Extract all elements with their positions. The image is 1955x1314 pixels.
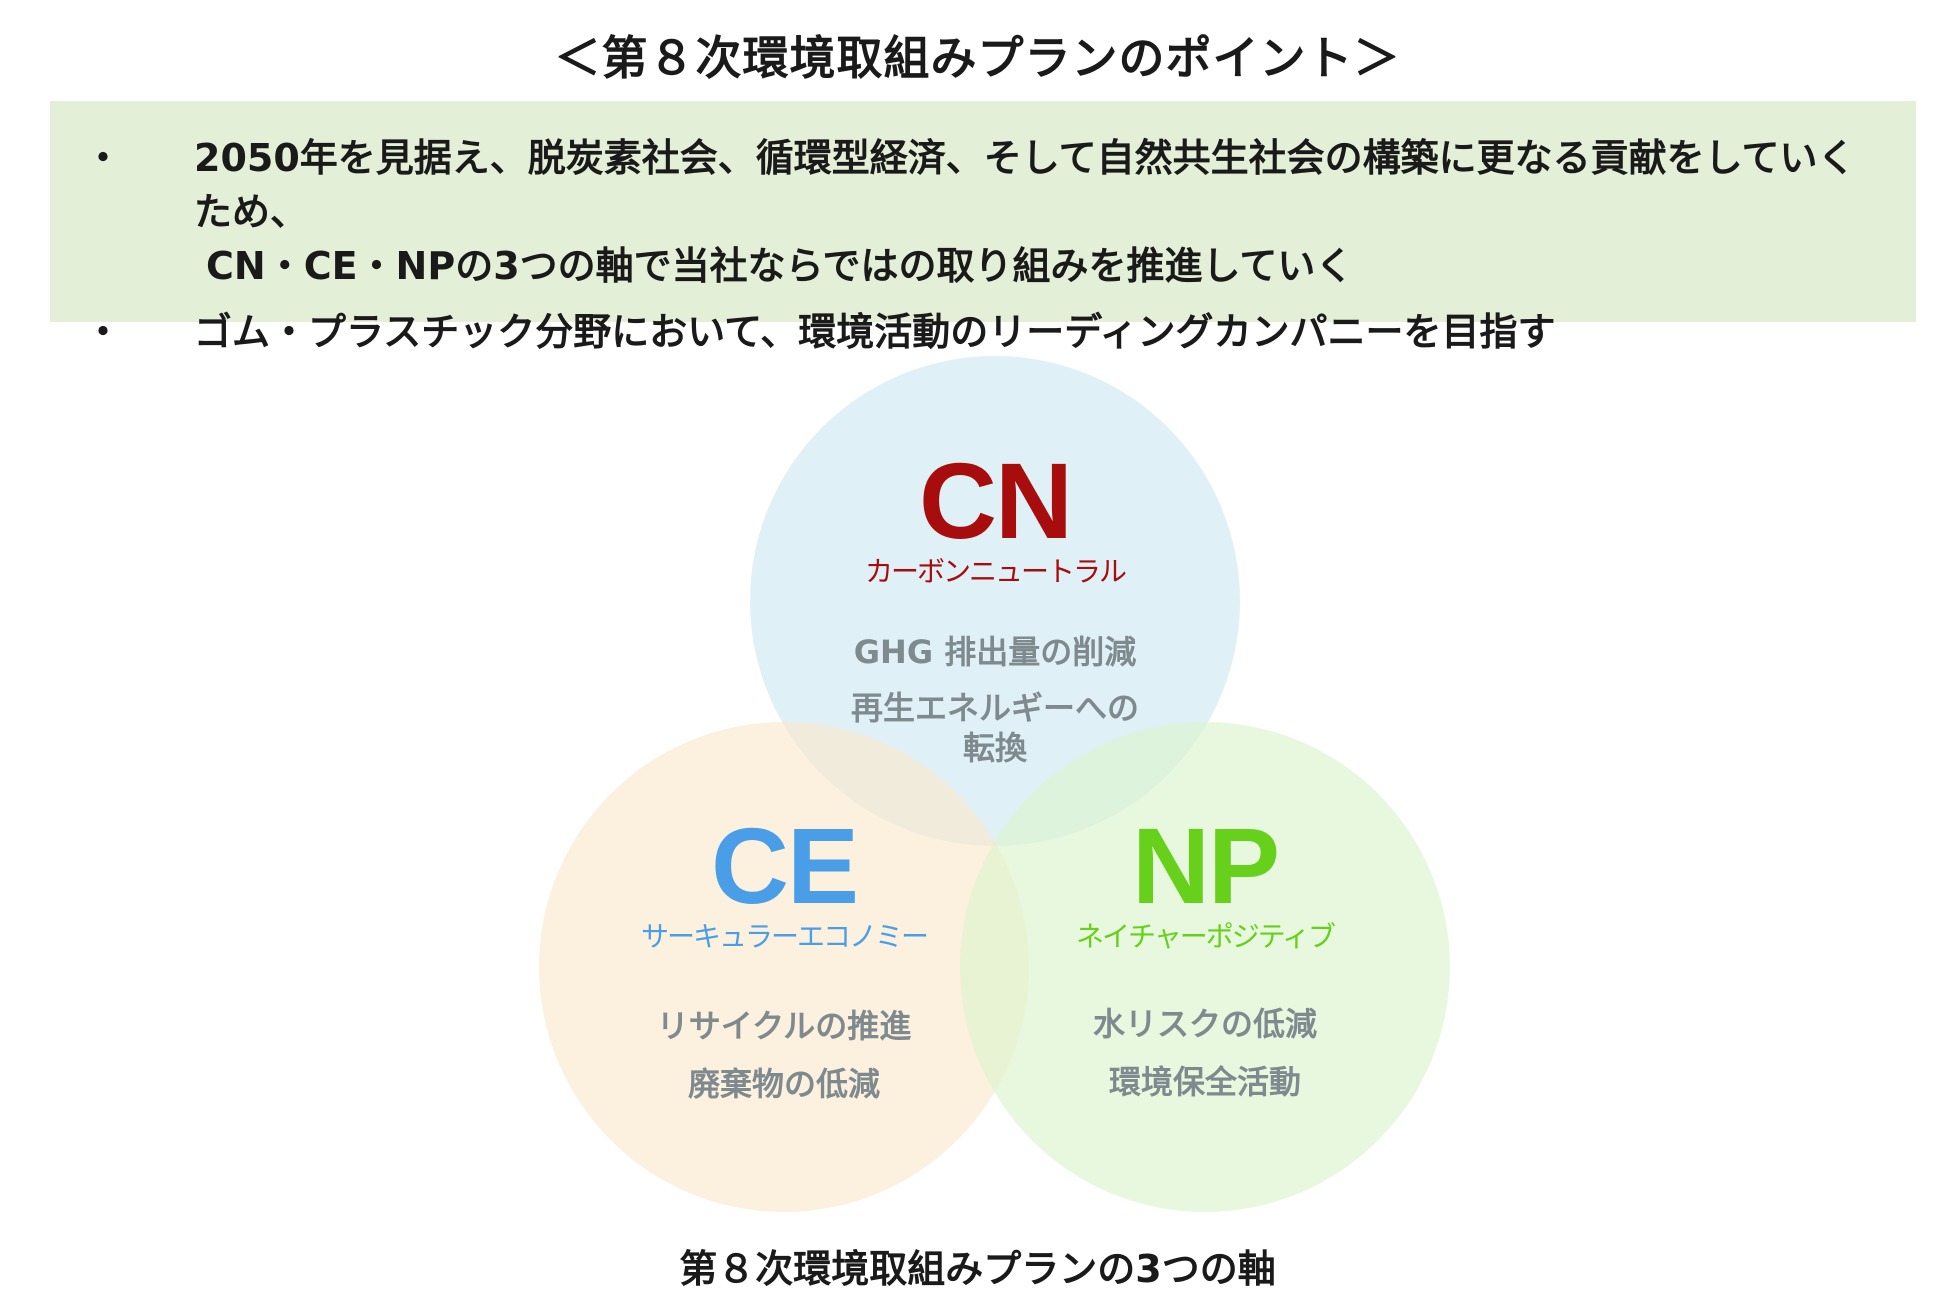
point-item: ・ ゴム・プラスチック分野において、環境活動のリーディングカンパニーを目指す: [84, 305, 1886, 359]
page-title: ＜第８次環境取組みプランのポイント＞: [554, 31, 1401, 85]
ce-label: CE サーキュラーエコノミー: [484, 812, 1084, 954]
cn-item: GHG 排出量の削減: [853, 633, 1137, 671]
ce-circle: [539, 722, 1029, 1212]
np-item: 水リスクの低減: [1092, 1005, 1317, 1043]
np-items: 水リスクの低減 環境保全活動: [905, 1002, 1505, 1104]
ce-reading: サーキュラーエコノミー: [640, 920, 929, 953]
np-abbr: NP: [1131, 805, 1280, 926]
cn-reading: カーボンニュートラル: [864, 555, 1127, 588]
ce-items: リサイクルの推進 廃棄物の低減: [484, 1004, 1084, 1106]
cn-items: GHG 排出量の削減 再生エネルギーへの 転換: [695, 630, 1295, 770]
np-label: NP ネイチャーポジティブ: [905, 812, 1505, 954]
ce-item: 廃棄物の低減: [687, 1065, 880, 1103]
cn-item: 再生エネルギーへの: [850, 689, 1139, 727]
np-circle: [960, 722, 1450, 1212]
np-reading: ネイチャーポジティブ: [1075, 920, 1336, 953]
cn-abbr: CN: [919, 440, 1073, 561]
diagram-caption: 第８次環境取組みプランの3つの軸: [679, 1247, 1276, 1291]
point-line: CN・CE・NPの3つの軸で当社ならではの取り組みを推進していく: [206, 244, 1354, 288]
cn-label: CN カーボンニュートラル: [695, 447, 1295, 589]
ce-abbr: CE: [710, 805, 859, 926]
cn-item: 転換: [962, 729, 1027, 767]
point-line: 2050年を見据え、脱炭素社会、循環型経済、そして自然共生社会の構築に更なる貢献…: [194, 136, 1856, 234]
bullet: ・: [84, 136, 123, 180]
np-item: 環境保全活動: [1108, 1063, 1301, 1101]
bullet: ・: [84, 310, 123, 354]
point-item: ・ 2050年を見据え、脱炭素社会、循環型経済、そして自然共生社会の構築に更なる…: [84, 131, 1886, 293]
cn-circle: [750, 356, 1240, 846]
point-line: ゴム・プラスチック分野において、環境活動のリーディングカンパニーを目指す: [194, 310, 1556, 354]
key-points-box: ・ 2050年を見据え、脱炭素社会、循環型経済、そして自然共生社会の構築に更なる…: [50, 101, 1916, 354]
ce-item: リサイクルの推進: [656, 1007, 912, 1045]
